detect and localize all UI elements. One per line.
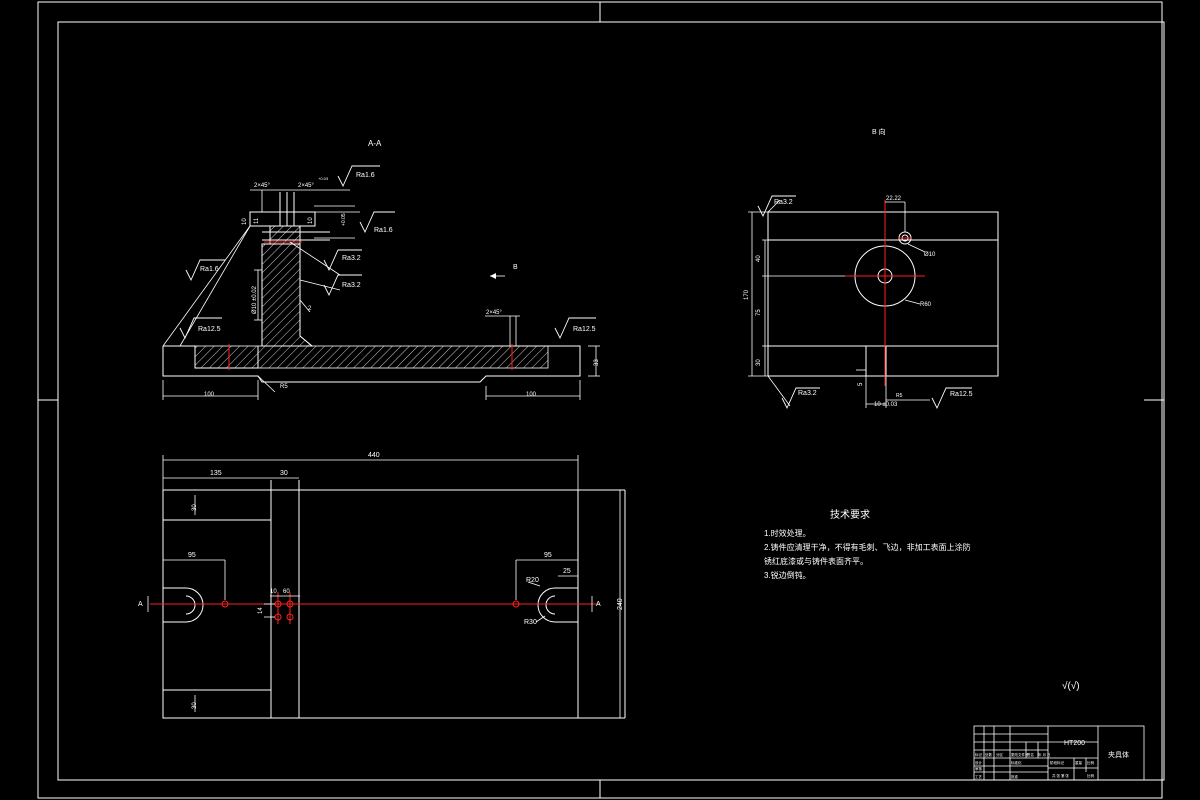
dim-chamfer-small: 2	[308, 306, 312, 312]
ra-mid1: Ra3.2	[342, 255, 361, 262]
section-center-lines	[228, 241, 513, 370]
plan-dim-10: 10	[270, 589, 277, 595]
b-dim-170: 170	[744, 289, 750, 300]
ra-top: Ra1.6	[356, 172, 375, 179]
b-view-center-lines	[845, 200, 925, 386]
b-ra-bottom-left: Ra3.2	[798, 390, 817, 397]
plan-dimension-lines	[147, 455, 621, 718]
tb-design: 设计	[975, 760, 983, 765]
dim-dia-vertical: Ø10 ±0.02	[252, 285, 258, 314]
plan-view: 440 135 30 95 95 25 R20 R30 30 30 240 10…	[138, 452, 626, 719]
plan-dim-240: 240	[617, 598, 624, 610]
tech-req-item-1: 1.时效处理。	[764, 528, 811, 538]
tb-date: 年 月 日	[1038, 752, 1050, 757]
dim-100-right: 100	[526, 392, 537, 398]
view-arrow-icon	[490, 273, 496, 279]
tb-check: 审核	[975, 766, 983, 771]
b-dim-30: 30	[756, 359, 762, 366]
b-circle: R60	[920, 302, 932, 308]
ra-top-right: Ra1.6	[374, 227, 393, 234]
plan-dim-30-top: 30	[192, 504, 198, 511]
ra-base-right: Ra12.5	[573, 326, 596, 333]
plan-center-lines	[150, 592, 600, 624]
plan-dim-25: 25	[563, 568, 571, 575]
tb-count: 处数	[985, 752, 993, 757]
dim-tol-upper: +0.03	[318, 176, 329, 181]
tb-zone: 分区	[996, 752, 1004, 757]
plan-section-mark-left: A	[138, 601, 143, 608]
dim-chamfer-bottom-right: 2×45°	[486, 310, 503, 316]
plan-dim-30: 30	[280, 470, 288, 477]
dim-chamfer-top-right: 2×45°	[298, 183, 315, 189]
tb-ratio: 比例	[1087, 760, 1095, 765]
technical-requirements: 技术要求 1.时效处理。 2.铸件应清理干净，不得有毛刺、飞边，非加工表面上涂防…	[764, 508, 971, 580]
plan-dim-r20: R20	[526, 577, 539, 584]
b-dim-r5: R5	[896, 393, 903, 399]
ra-base-left: Ra12.5	[198, 326, 221, 333]
plan-dim-95-right: 95	[544, 552, 552, 559]
b-hole: Ø10	[924, 252, 936, 258]
section-hatch	[194, 225, 549, 369]
dim-33: 33	[594, 359, 600, 366]
b-ra-top: Ra3.2	[774, 199, 793, 206]
b-ra-bottom-right: Ra12.5	[950, 391, 973, 398]
plan-dim-95-left: 95	[188, 552, 196, 559]
section-title: A-A	[368, 139, 382, 148]
dim-10b: 10	[308, 217, 314, 224]
plan-overall: 440	[368, 452, 380, 459]
ra-mid2: Ra3.2	[342, 282, 361, 289]
plan-dim-60: 60	[283, 589, 290, 595]
b-dim-10: 10 ±0.03	[874, 402, 898, 408]
tech-req-title: 技术要求	[830, 508, 870, 521]
tb-process: 工艺	[975, 774, 983, 779]
tb-stage: 阶段标记	[1050, 760, 1065, 765]
plan-section-mark-right: A	[596, 601, 601, 608]
sheet-frame	[37, 1, 1165, 799]
b-dim-75: 75	[756, 309, 762, 316]
dim-10: 10	[242, 218, 248, 225]
b-view: B 向	[744, 127, 999, 410]
dim-chamfer-top-left: 2×45°	[254, 183, 271, 189]
plan-dim-135: 135	[210, 470, 222, 477]
tb-name: 夹具体	[1108, 750, 1129, 759]
plan-dim-30-bottom: 30	[192, 702, 198, 709]
tech-req-item-2: 2.铸件应清理干净，不得有毛刺、飞边，非加工表面上涂防	[764, 542, 971, 552]
view-arrow-label: B	[513, 264, 518, 271]
tb-weight: 重量	[1075, 760, 1083, 765]
general-roughness: √(√)	[1062, 680, 1080, 692]
plan-holes	[221, 600, 520, 621]
tb-mark: 标记	[975, 752, 983, 757]
tech-req-item-3: 锈红底漆或与铸件表面齐平。	[764, 556, 868, 566]
b-view-roughness	[757, 195, 972, 410]
b-view-dimension-lines	[748, 199, 930, 408]
dim-11: 11	[254, 217, 260, 224]
title-block: HT200 夹具体 标记 处数 分区 更改文件号 签名 年 月 日 设计 标准化…	[973, 725, 1145, 781]
tb-change-doc: 更改文件号	[1011, 752, 1029, 757]
section-view-aa: A-A	[162, 139, 600, 400]
b-view-title: B 向	[872, 127, 886, 136]
tb-sheet: 共 张 第 张	[1052, 773, 1069, 778]
roughness-symbols	[179, 165, 596, 340]
dim-dia-tol: +0.05	[341, 213, 347, 226]
dim-radius: R5	[280, 384, 288, 390]
ra-left: Ra1.6	[200, 266, 219, 273]
tech-req-item-4: 3.锐边倒钝。	[764, 570, 811, 580]
tb-approve: 批准	[1011, 774, 1019, 779]
b-dim-40: 40	[756, 255, 762, 262]
plan-dim-r30: R30	[524, 619, 537, 626]
tb-scale-label: 比例	[1087, 773, 1095, 778]
dim-100-left: 100	[204, 392, 215, 398]
tb-std: 标准化	[1011, 760, 1022, 765]
tb-material: HT200	[1064, 740, 1085, 747]
tb-sign: 签名	[1027, 752, 1034, 757]
b-offset: 22.22	[886, 196, 902, 202]
section-dimension-lines	[162, 189, 600, 400]
plan-dim-14: 14	[258, 607, 264, 614]
b-dim-5: 5	[858, 382, 864, 386]
